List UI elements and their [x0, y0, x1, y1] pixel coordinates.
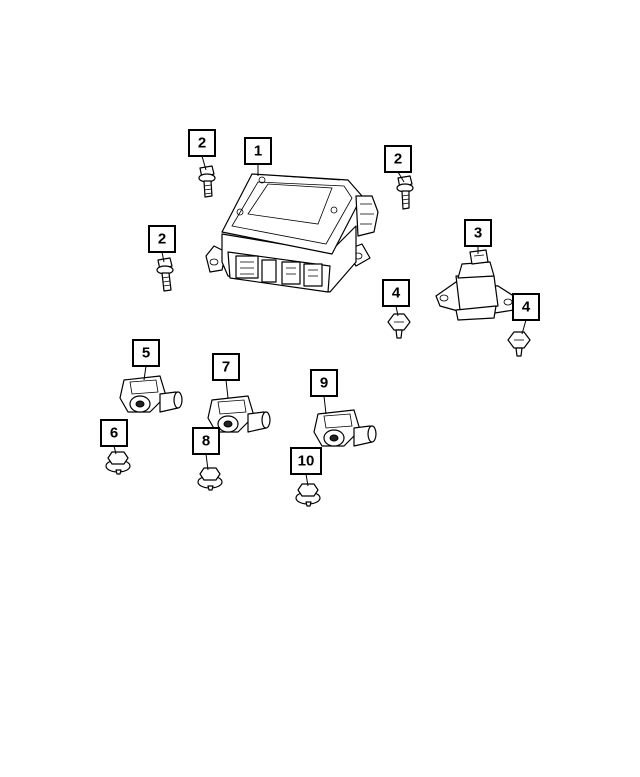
callout-8: 8 [192, 427, 220, 455]
callout-3: 3 [464, 219, 492, 247]
callout-6: 6 [100, 419, 128, 447]
callout-10: 10 [290, 447, 322, 475]
bolt-2b [396, 175, 414, 210]
nut-6 [105, 451, 131, 475]
callout-2a-label: 2 [198, 135, 206, 152]
callout-1: 1 [244, 137, 272, 165]
sensor-7 [207, 395, 271, 433]
nut-4b [507, 331, 531, 357]
callout-4b-label: 4 [522, 299, 531, 316]
callout-2c-label: 2 [158, 231, 166, 248]
nut-4a [387, 313, 411, 339]
callout-4a-label: 4 [392, 285, 401, 302]
callout-8-label: 8 [202, 433, 210, 450]
callout-7-label: 7 [222, 359, 230, 376]
callout-2b: 2 [384, 145, 412, 173]
bolt-2a [198, 165, 216, 198]
callout-2b-label: 2 [394, 151, 402, 168]
callout-3-label: 3 [474, 225, 482, 242]
callout-1-label: 1 [254, 143, 262, 160]
callout-7: 7 [212, 353, 240, 381]
callout-5-label: 5 [142, 345, 150, 362]
callout-4a: 4 [382, 279, 410, 307]
callout-6-label: 6 [110, 425, 118, 442]
sensor-9 [313, 409, 377, 447]
callout-9-label: 9 [320, 375, 328, 392]
nut-8 [197, 467, 223, 491]
callout-10-label: 10 [298, 453, 315, 470]
callout-2c: 2 [148, 225, 176, 253]
nut-10 [295, 483, 321, 507]
callout-4b: 4 [512, 293, 540, 321]
impact-sensor-3 [435, 249, 521, 321]
sensor-5 [119, 375, 183, 413]
control-module [205, 173, 379, 293]
callout-9: 9 [310, 369, 338, 397]
bolt-2c [156, 257, 174, 292]
callout-5: 5 [132, 339, 160, 367]
leader-lines [113, 155, 527, 487]
callout-2a: 2 [188, 129, 216, 157]
